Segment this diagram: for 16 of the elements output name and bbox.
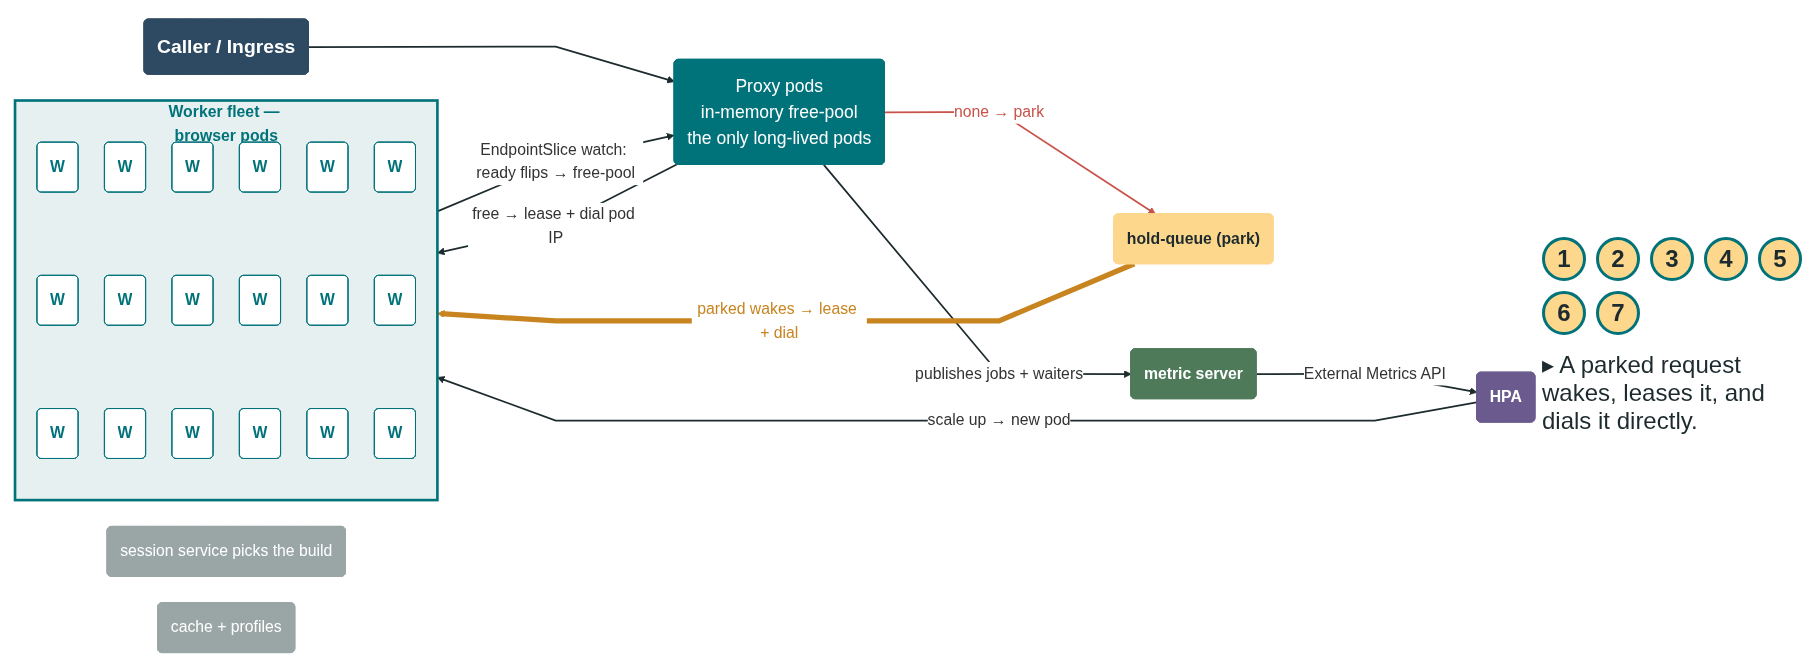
callout-number: 6 (1542, 291, 1586, 335)
callout-number: 7 (1596, 291, 1640, 335)
edge-label: free → lease + dial pod IP (472, 205, 635, 247)
callout-number: 2 (1596, 237, 1640, 281)
edge-label: parked wakes → lease + dial (697, 300, 857, 342)
callout-number: 4 (1704, 237, 1748, 281)
edge-label: publishes jobs + waiters (915, 364, 1084, 383)
edge-label: none → park (953, 102, 1045, 121)
callout-number: 5 (1758, 237, 1802, 281)
callout-number: 3 (1650, 237, 1694, 281)
note-text: ▸ A parked request wakes, leases it, and dials it directly. (1542, 351, 1766, 435)
edge-label: EndpointSlice watch: ready flips → free-pool (476, 140, 636, 182)
callout-number: 1 (1542, 237, 1586, 281)
edge-label: scale up → new pod (927, 411, 1071, 430)
arrow (308, 45, 675, 84)
edge-label: External Metrics API (1303, 364, 1446, 383)
